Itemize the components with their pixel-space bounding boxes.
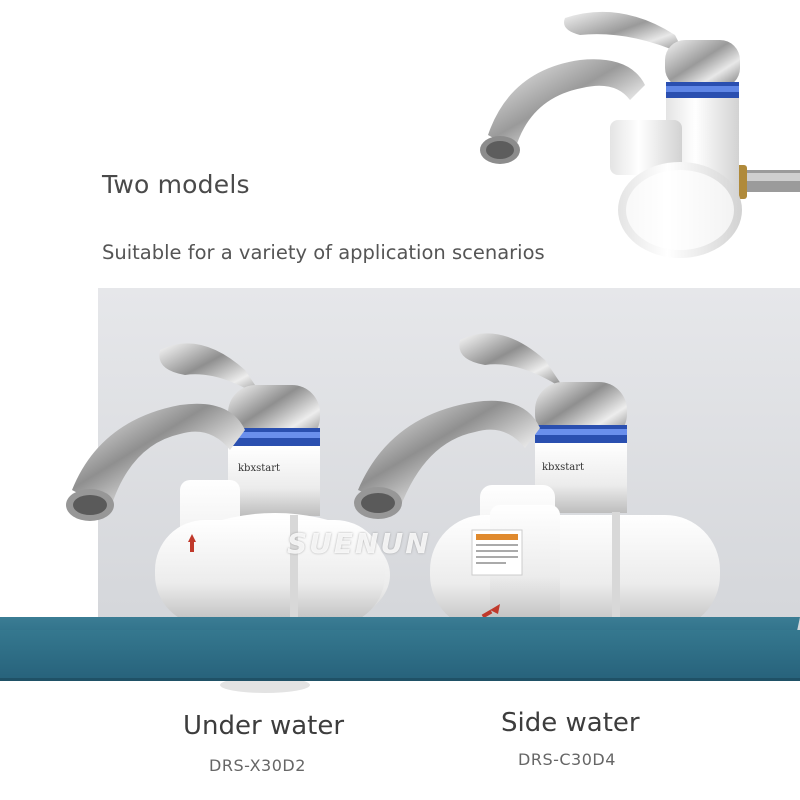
faucet-under-water: kbxstart — [66, 343, 390, 693]
glass-shelf-edge — [0, 678, 800, 681]
model-code-under-water: DRS-X30D2 — [209, 756, 306, 775]
model-code-side-water: DRS-C30D4 — [518, 750, 616, 769]
model-name-side-water: Side water — [501, 708, 640, 738]
brand-label-right: kbxstart — [542, 462, 584, 473]
section-heading: Two models — [102, 170, 250, 199]
watermark-text: SUENUN — [287, 527, 431, 560]
glass-shelf — [0, 630, 800, 680]
model-name-under-water: Under water — [183, 711, 345, 741]
product-photo-top — [480, 11, 800, 258]
brand-label-left: kbxstart — [238, 463, 280, 474]
faucet-side-water: kbxstart — [354, 333, 720, 632]
section-subheading: Suitable for a variety of application sc… — [102, 241, 545, 264]
